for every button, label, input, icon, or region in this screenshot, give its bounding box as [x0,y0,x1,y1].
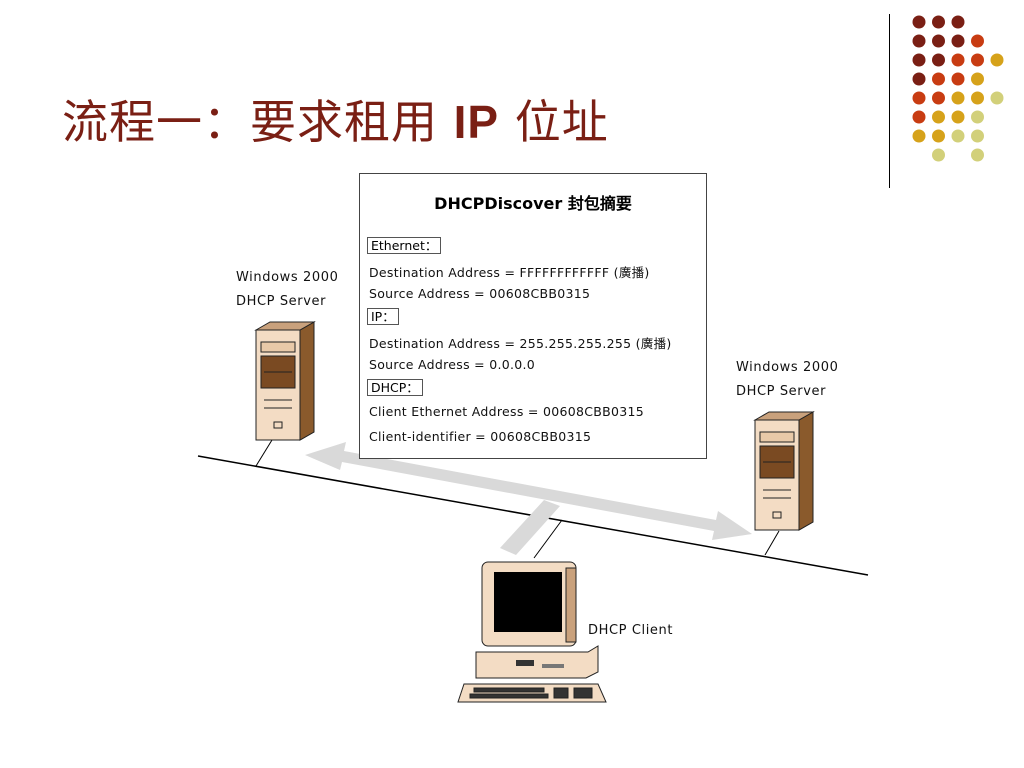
decorative-dot [971,53,984,67]
decorative-dot [971,91,984,105]
client-label: DHCP Client [588,623,674,638]
decorative-dot [932,110,945,124]
slide-title: 流程一：要求租用 IP 位址 [62,95,609,149]
ethernet-section-tag: Ethernet： [367,237,442,254]
decorative-dot [932,15,945,29]
decorative-dot [932,148,945,162]
decorative-dot [912,129,926,143]
decorative-dot [932,91,945,105]
decorative-dot [912,72,926,86]
decorative-dot [932,53,945,67]
ip-source: Source Address = 0.0.0.0 [369,357,536,372]
decorative-dot [932,72,945,86]
decorative-dot [971,72,984,86]
decorative-dot [951,72,965,86]
decorative-dot [990,53,1004,67]
right-server-label: Windows 2000 DHCP Server [736,360,839,399]
decorative-dot-grid [912,15,1004,162]
decorative-dot [912,110,926,124]
decorative-dot [951,34,965,48]
decorative-dot [990,91,1004,105]
packet-summary-box: DHCPDiscover 封包摘要 Ethernet： Destination … [359,173,707,459]
decorative-dot [912,53,926,67]
decorative-dot [971,34,984,48]
right-server-drop [764,530,780,556]
ethernet-destination: Destination Address = FFFFFFFFFFFF (廣播) [369,265,650,280]
ip-destination: Destination Address = 255.255.255.255 (廣… [369,336,672,351]
decorative-dot [912,15,926,29]
left-server-drop [255,439,273,467]
ethernet-source: Source Address = 00608CBB0315 [369,286,591,301]
decorative-dot [912,34,926,48]
dhcp-section-tag: DHCP： [367,379,423,396]
decorative-dot [971,110,984,124]
dhcp-client-ethernet: Client Ethernet Address = 00608CBB0315 [369,404,645,419]
client-drop [533,519,563,559]
ip-section-tag: IP： [367,308,399,325]
decorative-dot [951,110,965,124]
decorative-dot [932,129,945,143]
right-server-icon [753,411,815,531]
packet-title: DHCPDiscover 封包摘要 [434,194,632,213]
decorative-dot [951,129,965,143]
client-computer-icon [457,561,607,703]
decorative-dot [951,15,965,29]
decorative-dot [912,91,926,105]
divider-line [889,14,890,188]
dhcp-client-identifier: Client-identifier = 00608CBB0315 [369,429,592,444]
decorative-dot [971,148,984,162]
broadcast-arrow [305,442,752,555]
decorative-dot [932,34,945,48]
decorative-dot [951,53,965,67]
left-server-icon [254,321,316,441]
decorative-dot [971,129,984,143]
decorative-dot [951,91,965,105]
left-server-label: Windows 2000 DHCP Server [236,270,339,309]
